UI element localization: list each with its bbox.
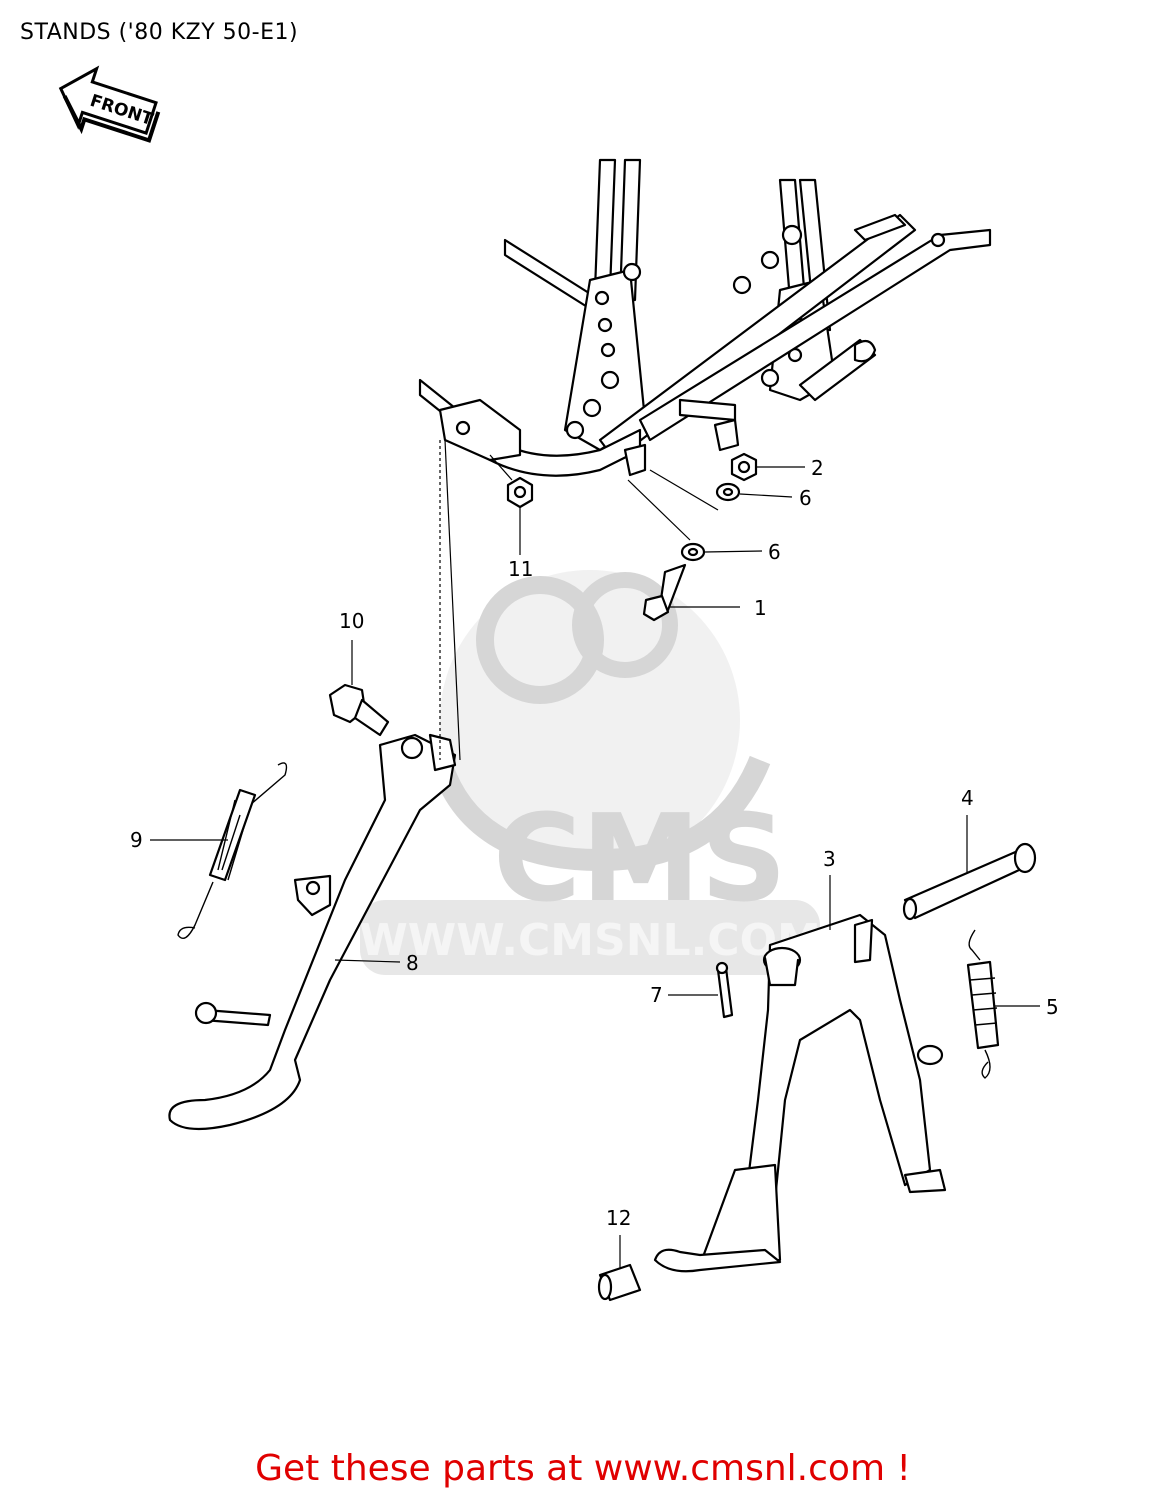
- callout-2: 2: [811, 456, 824, 480]
- part-2-nut: [730, 452, 758, 482]
- callout-3: 3: [823, 847, 836, 871]
- footer-cta: Get these parts at www.cmsnl.com !: [255, 1448, 911, 1489]
- part-1-bolt: [642, 563, 687, 622]
- part-12-rubber: [597, 1263, 642, 1302]
- callouts: 1 2 3 4 5 6 6 7 8 9 10 11 12: [130, 456, 1059, 1230]
- part-6-washer-lower: [680, 542, 706, 562]
- callout-11: 11: [508, 557, 533, 581]
- part-5-spring: [966, 929, 1000, 1079]
- callout-6-upper: 6: [799, 486, 812, 510]
- callout-7: 7: [650, 983, 663, 1007]
- part-10-pivot-bolt: [328, 683, 390, 737]
- callout-5: 5: [1046, 995, 1059, 1019]
- part-8-side-stand: [168, 733, 457, 1131]
- part-6-washer-upper: [715, 482, 741, 502]
- callout-9: 9: [130, 828, 143, 852]
- frame: [418, 158, 992, 477]
- cms-watermark: CMS WWW.CMSNL.COM: [359, 570, 821, 975]
- part-7-cotter-pin: [715, 961, 734, 1019]
- callout-8: 8: [406, 951, 419, 975]
- part-4-pivot-shaft: [902, 842, 1037, 921]
- callout-6-lower: 6: [768, 540, 781, 564]
- callout-10: 10: [339, 609, 364, 633]
- watermark-brand: CMS: [493, 790, 787, 929]
- page-title: STANDS ('80 KZY 50-E1): [20, 20, 299, 45]
- callout-1: 1: [754, 596, 767, 620]
- part-3-center-stand: [653, 913, 947, 1273]
- callout-12: 12: [606, 1206, 631, 1230]
- part-11-nut: [506, 476, 534, 509]
- front-arrow-icon: FRONT: [58, 65, 161, 143]
- leader-lines: [150, 439, 1040, 1268]
- watermark-url: WWW.CMSNL.COM: [359, 915, 821, 966]
- callout-4: 4: [961, 786, 974, 810]
- part-9-spring: [177, 762, 288, 939]
